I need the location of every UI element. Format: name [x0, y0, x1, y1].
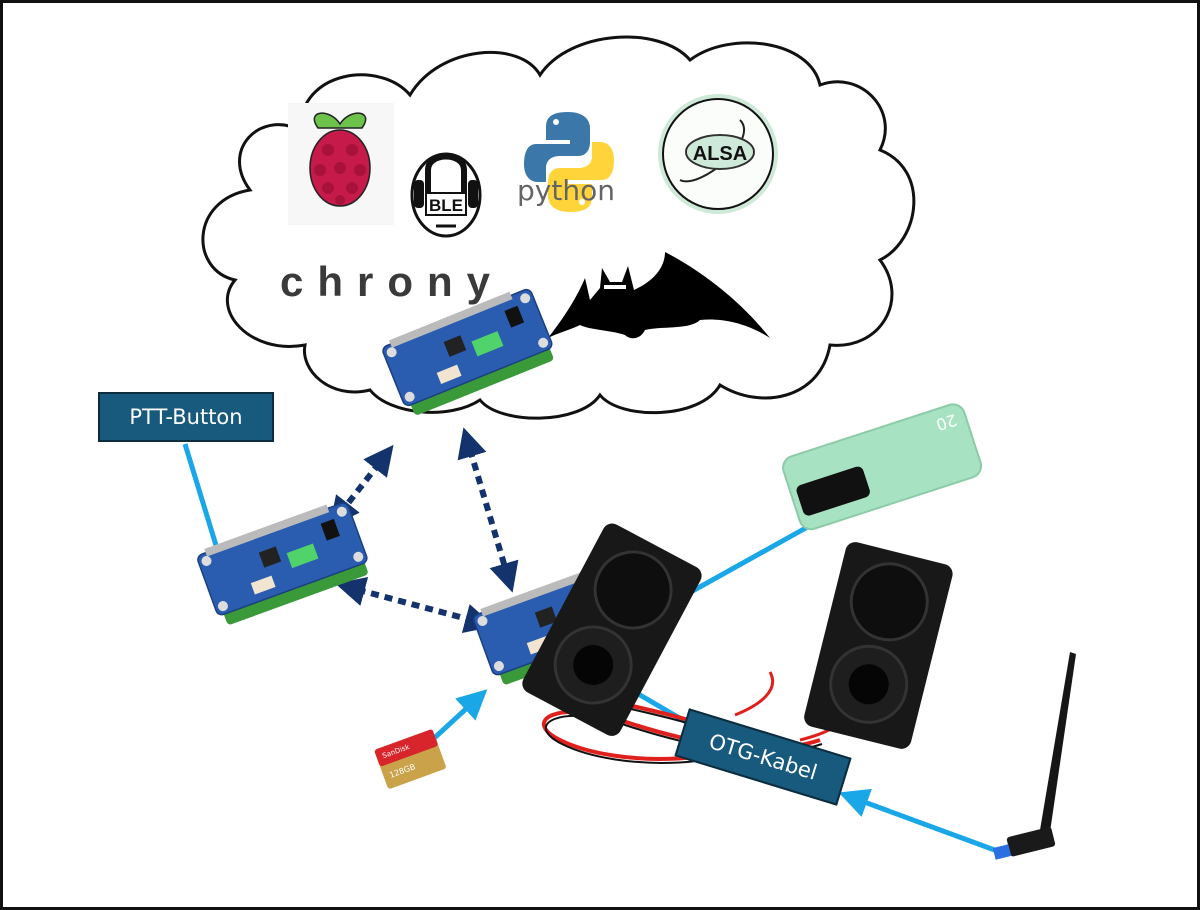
link-top-to-bottom — [457, 427, 519, 593]
pi-board-left — [197, 502, 368, 625]
raspberry-pi-logo — [288, 103, 394, 225]
speaker-left — [522, 523, 702, 736]
link-left-to-bottom — [335, 576, 495, 634]
alsa-logo-text: ALSA — [693, 143, 747, 165]
pi-board-top — [382, 288, 554, 415]
bat-logo — [548, 252, 770, 339]
chrony-logo: chrony — [280, 258, 505, 305]
sd-card: SanDisk 128GB — [374, 729, 446, 789]
speaker-right — [804, 542, 953, 749]
ble-logo: BLE — [410, 152, 482, 238]
python-logo: python — [517, 112, 615, 212]
alsa-logo: ALSA — [658, 94, 778, 214]
arrow-sdcard-to-board — [428, 689, 488, 744]
arrow-wifi-to-otg — [838, 788, 1001, 855]
python-logo-text: python — [517, 174, 615, 207]
ble-logo-text: BLE — [429, 196, 463, 215]
wifi-dongle — [992, 652, 1076, 860]
ptt-button-label: PTT-Button — [98, 392, 274, 442]
software-cloud — [201, 35, 916, 420]
powerbank: 20 — [782, 403, 983, 531]
